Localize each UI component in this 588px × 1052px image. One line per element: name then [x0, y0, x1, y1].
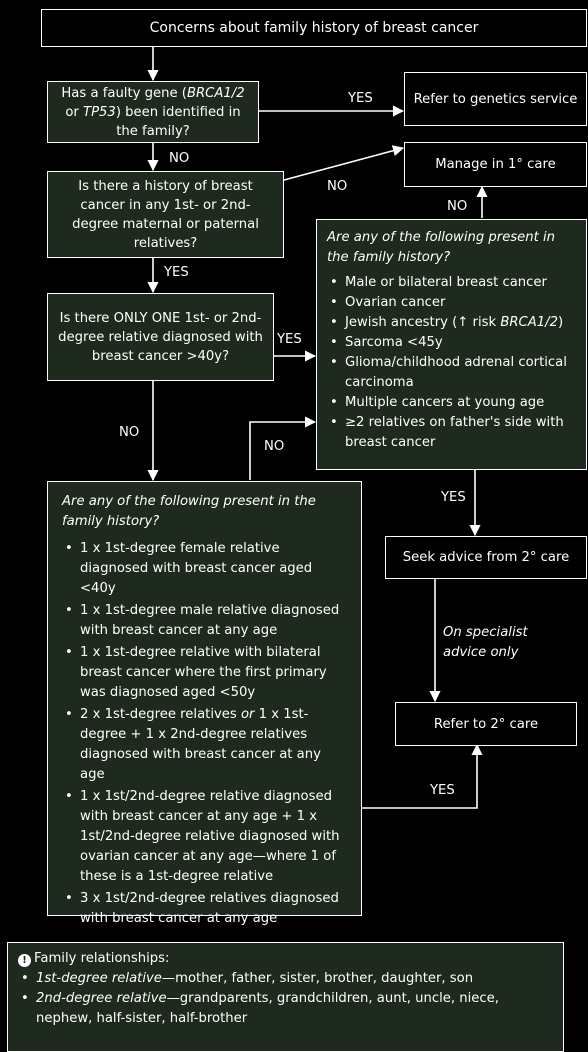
yes-label-leftlist: YES — [430, 783, 455, 798]
footnote-list: 1st-degree relative—mother, father, sist… — [18, 969, 553, 1029]
list-item: 2 x 1st-degree relatives or 1 x 1st-degr… — [62, 705, 349, 785]
start-text: Concerns about family history of breast … — [149, 20, 479, 36]
list-item: 2nd-degree relative—grandparents, grandc… — [18, 989, 553, 1029]
no-label-leftlist: NO — [264, 439, 285, 454]
refer-secondary-care-box: Refer to 2° care — [395, 702, 577, 746]
high-risk-features-list: Male or bilateral breast cancer Ovarian … — [327, 273, 578, 453]
list-item: Multiple cancers at young age — [327, 393, 578, 413]
list-item: 1 x 1st-degree male relative diagnosed w… — [62, 601, 349, 641]
list-item: Jewish ancestry (↑ risk BRCA1/2) — [327, 313, 578, 333]
footnote-box: !Family relationships: 1st-degree relati… — [7, 942, 564, 1052]
manage-primary-care-box: Manage in 1° care — [404, 142, 587, 187]
manage-primary-care-text: Manage in 1° care — [435, 157, 556, 172]
refer-genetics-box: Refer to genetics service — [404, 72, 587, 126]
specialist-advice-label: On specialist advice only — [443, 625, 528, 660]
list-item: ≥2 relatives on father's side with breas… — [327, 413, 578, 453]
refer-genetics-text: Refer to genetics service — [413, 91, 578, 107]
list-item: Sarcoma <45y — [327, 333, 578, 353]
seek-advice-box: Seek advice from 2° care — [385, 536, 587, 579]
no-label-q1: NO — [169, 151, 190, 166]
yes-label-rightlist: YES — [441, 490, 466, 505]
family-history-criteria-box: Are any of the following present in the … — [47, 481, 362, 926]
arrow-leftlist-to-rightlist — [249, 416, 317, 480]
high-risk-features-box: Are any of the following present in the … — [316, 219, 587, 470]
list-item: 1st-degree relative—mother, father, sist… — [18, 969, 553, 989]
list-item: 1 x 1st/2nd-degree relative diagnosed wi… — [62, 787, 349, 887]
history-question: Is there a history of breast cancer in a… — [47, 171, 284, 258]
up-arrow-icon: ↑ — [457, 315, 469, 330]
arrow-leftlist-to-refer — [362, 743, 483, 809]
seek-advice-text: Seek advice from 2° care — [402, 550, 570, 565]
faulty-gene-question: Has a faulty gene (BRCA1/2 or TP53) been… — [47, 81, 259, 143]
faulty-gene-question-text: Has a faulty gene (BRCA1/2 or TP53) been… — [61, 85, 245, 139]
yes-label-q3: YES — [277, 332, 302, 347]
no-label-q2: NO — [327, 179, 348, 194]
footnote-title: Family relationships: — [34, 951, 170, 966]
family-history-criteria-list: 1 x 1st-degree female relative diagnosed… — [62, 539, 349, 929]
high-risk-features-intro: Are any of the following present in the … — [327, 230, 556, 265]
yes-label-q2: YES — [164, 265, 189, 280]
list-item: Male or bilateral breast cancer — [327, 273, 578, 293]
list-item: 3 x 1st/2nd-degree relatives diagnosed w… — [62, 889, 349, 929]
no-label-rightlist: NO — [447, 199, 468, 214]
history-question-text: Is there a history of breast cancer in a… — [72, 178, 259, 251]
yes-label-genetics: YES — [348, 91, 373, 106]
only-one-relative-question-text: Is there ONLY ONE 1st- or 2nd-degree rel… — [58, 310, 263, 364]
exclamation-circle-icon: ! — [18, 954, 31, 967]
arrow-q2-to-manage — [283, 145, 405, 181]
start-box: Concerns about family history of breast … — [41, 9, 587, 47]
list-item: Ovarian cancer — [327, 293, 578, 313]
list-item: 1 x 1st-degree relative with bilateral b… — [62, 643, 349, 703]
footnote-title-row: !Family relationships: — [18, 949, 553, 969]
list-item: Glioma/childhood adrenal cortical carcin… — [327, 353, 578, 393]
list-item: 1 x 1st-degree female relative diagnosed… — [62, 539, 349, 599]
no-label-q3: NO — [119, 425, 140, 440]
only-one-relative-question: Is there ONLY ONE 1st- or 2nd-degree rel… — [47, 293, 274, 381]
refer-secondary-care-text: Refer to 2° care — [433, 716, 539, 732]
family-history-criteria-intro: Are any of the following present in the … — [62, 494, 316, 529]
